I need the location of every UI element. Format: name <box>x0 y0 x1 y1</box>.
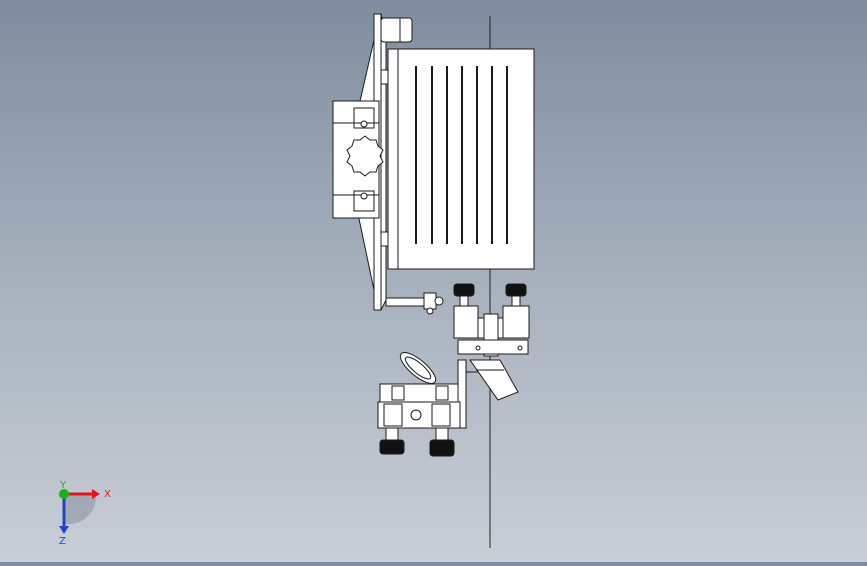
y-axis-label: Y <box>59 480 67 491</box>
lower-left-adjust-knob[interactable] <box>379 427 405 455</box>
upper-right-adjust-knob[interactable] <box>505 283 527 307</box>
z-axis-label: Z <box>59 536 66 547</box>
upper-left-adjust-knob[interactable] <box>453 283 475 307</box>
lower-right-adjust-knob[interactable] <box>429 427 455 457</box>
x-axis-label: X <box>104 489 111 500</box>
tilted-mirror[interactable] <box>396 348 440 389</box>
lower-stage[interactable] <box>377 383 461 429</box>
orientation-triad[interactable]: X Y Z <box>44 480 124 550</box>
support-arm[interactable] <box>385 292 444 315</box>
upper-stage[interactable] <box>453 305 530 357</box>
link-post[interactable] <box>457 359 478 429</box>
lens-tube[interactable] <box>469 359 519 401</box>
clamp-knob-icon[interactable] <box>346 135 384 177</box>
motor-housing[interactable] <box>387 48 535 270</box>
top-boss[interactable] <box>380 17 413 43</box>
y-axis-dot-icon <box>59 489 69 499</box>
triad-shading <box>64 494 97 525</box>
